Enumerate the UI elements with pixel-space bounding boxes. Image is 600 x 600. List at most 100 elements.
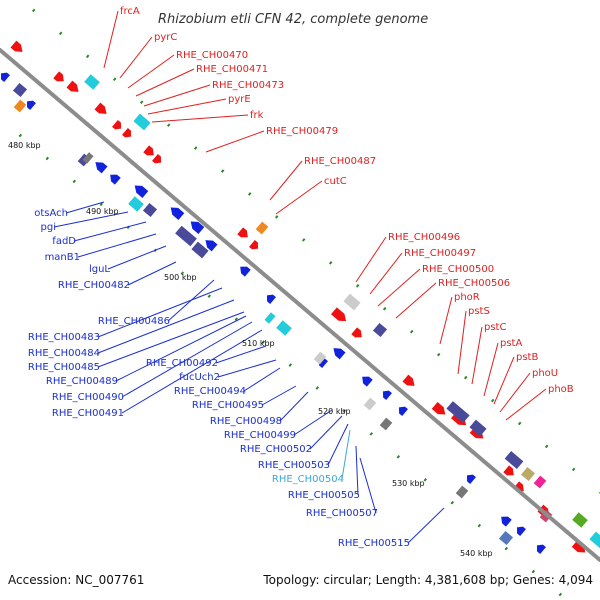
gene-label[interactable]: fadD xyxy=(52,236,76,247)
gene-label[interactable]: frk xyxy=(250,110,264,121)
gene-feature[interactable] xyxy=(0,70,10,83)
gene-block[interactable] xyxy=(379,417,393,431)
gene-label[interactable]: pyrC xyxy=(154,32,177,43)
gene-label[interactable]: RHE_CH00505 xyxy=(288,490,360,501)
gene-label[interactable]: pstC xyxy=(484,322,506,333)
gene-block[interactable] xyxy=(82,152,94,164)
gene-label[interactable]: RHE_CH00499 xyxy=(224,430,296,441)
gene-block[interactable] xyxy=(363,397,377,411)
gene-label[interactable]: pstB xyxy=(516,352,538,363)
gene-feature[interactable] xyxy=(53,71,66,84)
gene-block[interactable] xyxy=(128,196,144,212)
gene-label[interactable]: RHE_CH00500 xyxy=(422,264,494,275)
gene-label[interactable]: RHE_CH00484 xyxy=(28,348,100,359)
gene-label[interactable]: pstS xyxy=(468,306,490,317)
gene-label[interactable]: RHE_CH00487 xyxy=(304,156,376,167)
gene-block[interactable] xyxy=(372,322,388,338)
gene-label[interactable]: RHE_CH00507 xyxy=(306,508,378,519)
gene-label[interactable]: phoU xyxy=(532,368,558,379)
gene-feature[interactable] xyxy=(112,119,124,132)
gene-feature[interactable] xyxy=(264,292,276,305)
gene-block[interactable] xyxy=(520,466,536,482)
gene-feature[interactable] xyxy=(351,327,364,340)
gene-feature[interactable] xyxy=(107,171,121,185)
gene-label[interactable]: RHE_CH00506 xyxy=(438,278,510,289)
gene-label[interactable]: phoB xyxy=(548,384,574,395)
gene-block[interactable] xyxy=(133,113,151,131)
gene-label[interactable]: RHE_CH00494 xyxy=(174,386,246,397)
gene-feature[interactable] xyxy=(514,524,526,537)
gene-feature[interactable] xyxy=(249,239,261,252)
gene-feature[interactable] xyxy=(498,513,512,527)
gene-block[interactable] xyxy=(142,202,158,218)
gene-block[interactable] xyxy=(446,401,470,423)
gene-feature[interactable] xyxy=(534,542,546,555)
gene-feature[interactable] xyxy=(380,388,392,401)
gene-label[interactable]: RHE_CH00479 xyxy=(266,126,338,137)
gene-block[interactable] xyxy=(313,351,327,365)
gene-block[interactable] xyxy=(264,312,276,324)
gene-feature[interactable] xyxy=(431,402,448,418)
gene-block[interactable] xyxy=(12,82,28,98)
gene-feature[interactable] xyxy=(24,98,36,111)
gene-label[interactable]: RHE_CH00483 xyxy=(28,332,100,343)
gene-block[interactable] xyxy=(175,225,197,247)
gene-block[interactable] xyxy=(276,320,292,336)
gene-label[interactable]: frcA xyxy=(120,6,140,17)
gene-block[interactable] xyxy=(191,241,209,259)
gene-block[interactable] xyxy=(343,293,361,311)
gene-label[interactable]: RHE_CH00497 xyxy=(404,248,476,259)
gene-label[interactable]: RHE_CH00486 xyxy=(98,316,170,327)
gene-block[interactable] xyxy=(455,485,469,499)
gene-block[interactable] xyxy=(589,531,600,549)
gene-label[interactable]: RHE_CH00482 xyxy=(58,280,130,291)
gene-label[interactable]: fucUch2 xyxy=(179,372,220,383)
gene-label[interactable]: pstA xyxy=(500,338,522,349)
gene-label[interactable]: RHE_CH00496 xyxy=(388,232,460,243)
gene-block[interactable] xyxy=(533,475,547,489)
gene-feature[interactable] xyxy=(237,263,251,277)
gene-feature[interactable] xyxy=(94,102,110,118)
gene-label[interactable]: RHE_CH00490 xyxy=(52,392,124,403)
gene-feature[interactable] xyxy=(571,540,588,556)
gene-feature[interactable] xyxy=(331,345,346,360)
gene-feature[interactable] xyxy=(143,145,156,158)
gene-block[interactable] xyxy=(572,512,588,528)
gene-label[interactable]: cutC xyxy=(324,176,347,187)
gene-label[interactable]: RHE_CH00471 xyxy=(196,64,268,75)
gene-feature[interactable] xyxy=(10,40,26,56)
gene-label[interactable]: RHE_CH00503 xyxy=(258,460,330,471)
gene-feature[interactable] xyxy=(359,373,373,387)
gene-feature[interactable] xyxy=(402,374,418,390)
gene-block[interactable] xyxy=(255,221,269,235)
gene-label[interactable]: lguL xyxy=(89,264,110,275)
gene-feature[interactable] xyxy=(152,153,164,166)
gene-label[interactable]: RHE_CH00498 xyxy=(210,416,282,427)
gene-feature[interactable] xyxy=(122,127,134,140)
gene-label[interactable]: pgi xyxy=(41,222,56,233)
gene-feature[interactable] xyxy=(330,307,349,324)
gene-block[interactable] xyxy=(13,99,27,113)
gene-label[interactable]: RHE_CH00515 xyxy=(338,538,410,549)
gene-label[interactable]: RHE_CH00502 xyxy=(240,444,312,455)
gene-block[interactable] xyxy=(84,74,100,90)
gene-label[interactable]: otsAch xyxy=(34,208,68,219)
gene-label[interactable]: RHE_CH00489 xyxy=(46,376,118,387)
gene-block[interactable] xyxy=(504,451,524,469)
gene-block[interactable] xyxy=(469,419,487,437)
gene-feature[interactable] xyxy=(168,204,185,220)
gene-feature[interactable] xyxy=(188,218,205,234)
gene-block[interactable] xyxy=(498,530,514,546)
gene-feature[interactable] xyxy=(237,227,250,240)
gene-feature[interactable] xyxy=(93,159,108,174)
gene-feature[interactable] xyxy=(396,404,408,417)
gene-label[interactable]: RHE_CH00492 xyxy=(146,358,218,369)
gene-label[interactable]: pyrE xyxy=(228,94,251,105)
gene-label[interactable]: RHE_CH00495 xyxy=(192,400,264,411)
gene-label[interactable]: RHE_CH00470 xyxy=(176,50,248,61)
gene-label[interactable]: RHE_CH00504 xyxy=(272,474,344,485)
gene-feature[interactable] xyxy=(503,465,516,478)
gene-feature[interactable] xyxy=(66,80,82,96)
gene-label[interactable]: RHE_CH00485 xyxy=(28,362,100,373)
gene-feature[interactable] xyxy=(464,472,476,485)
